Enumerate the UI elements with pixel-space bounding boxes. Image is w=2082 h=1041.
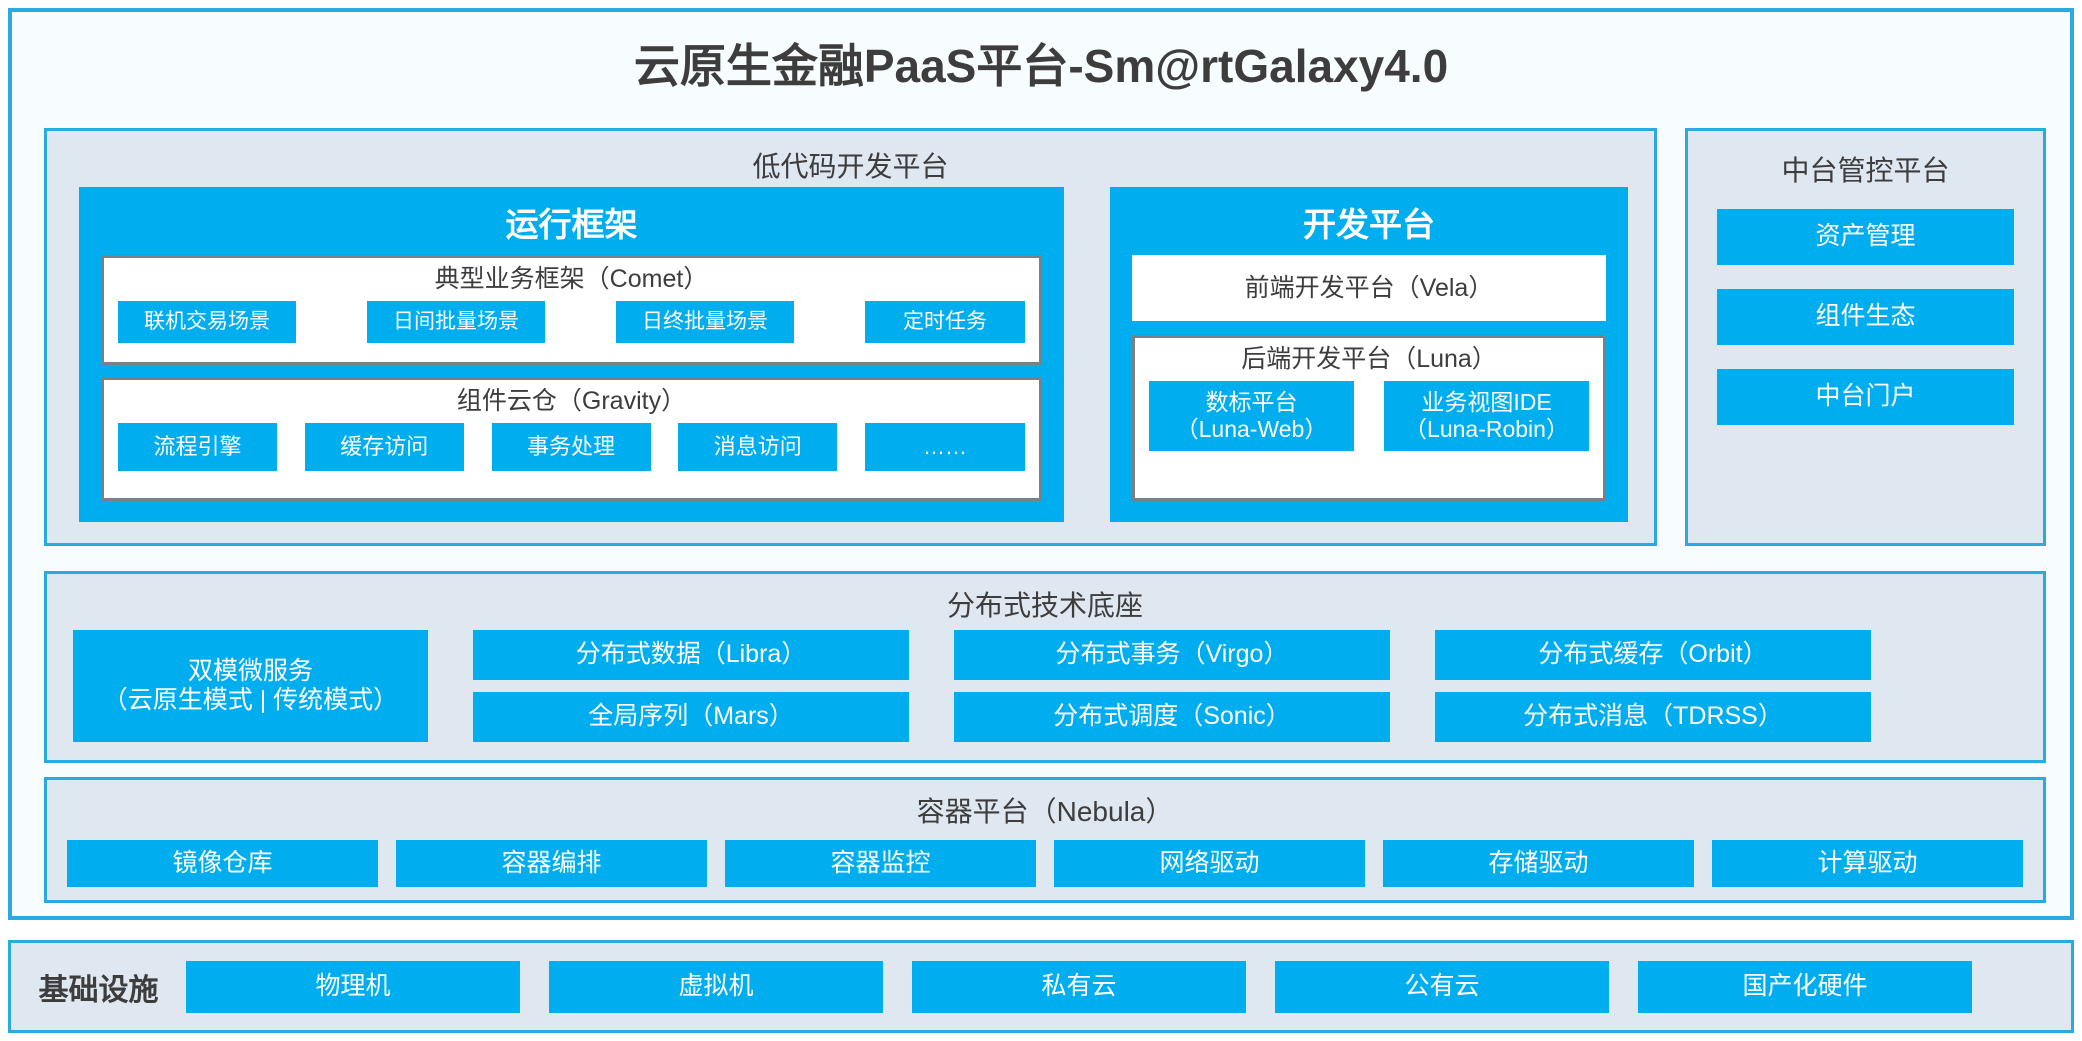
gravity-component-repo-box: 组件云仓（Gravity） 流程引擎 缓存访问 事务处理 消息访问 …… bbox=[101, 377, 1042, 501]
distributed-column-2: 分布式事务（Virgo） 分布式调度（Sonic） bbox=[954, 630, 1390, 742]
midoffice-control-platform-panel: 中台管控平台 资产管理 组件生态 中台门户 bbox=[1685, 128, 2046, 546]
luna-web-code: （Luna-Web） bbox=[1175, 416, 1328, 442]
infrastructure-item-row: 物理机 虚拟机 私有云 公有云 国产化硬件 bbox=[186, 960, 1972, 1013]
dist-item-mars[interactable]: 全局序列（Mars） bbox=[473, 692, 909, 742]
dist-item-virgo[interactable]: 分布式事务（Virgo） bbox=[954, 630, 1390, 680]
gravity-item-more[interactable]: …… bbox=[865, 423, 1025, 471]
dist-item-orbit[interactable]: 分布式缓存（Orbit） bbox=[1435, 630, 1871, 680]
luna-item-row: 数标平台 （Luna-Web） 业务视图IDE （Luna-Robin） bbox=[1135, 381, 1603, 451]
dist-item-sonic[interactable]: 分布式调度（Sonic） bbox=[954, 692, 1390, 742]
distributed-column-3: 分布式缓存（Orbit） 分布式消息（TDRSS） bbox=[1435, 630, 1871, 742]
development-platform-heading: 开发平台 bbox=[1303, 206, 1435, 243]
lowcode-platform-panel: 低代码开发平台 运行框架 典型业务框架（Comet） 联机交易场景 日间批量场景… bbox=[44, 128, 1657, 546]
runtime-framework-heading: 运行框架 bbox=[505, 206, 638, 243]
distributed-column-1: 分布式数据（Libra） 全局序列（Mars） bbox=[473, 630, 909, 742]
luna-item-luna-web[interactable]: 数标平台 （Luna-Web） bbox=[1149, 381, 1354, 451]
luna-web-name: 数标平台 bbox=[1205, 388, 1298, 415]
infra-item-physical-machine[interactable]: 物理机 bbox=[186, 960, 520, 1013]
midoffice-item-component-ecosystem[interactable]: 组件生态 bbox=[1717, 289, 2014, 345]
distributed-tech-base-grid: 双模微服务 （云原生模式 | 传统模式） 分布式数据（Libra） 全局序列（M… bbox=[73, 630, 2017, 742]
backend-platform-luna-title: 后端开发平台（Luna） bbox=[1241, 345, 1497, 373]
container-item-row: 镜像仓库 容器编排 容器监控 网络驱动 存储驱动 计算驱动 bbox=[67, 840, 2023, 887]
frontend-platform-vela-box[interactable]: 前端开发平台（Vela） bbox=[1132, 255, 1606, 321]
luna-item-luna-robin[interactable]: 业务视图IDE （Luna-Robin） bbox=[1384, 381, 1589, 451]
comet-item-row: 联机交易场景 日间批量场景 日终批量场景 定时任务 bbox=[104, 301, 1039, 343]
infrastructure-panel: 基础设施 物理机 虚拟机 私有云 公有云 国产化硬件 bbox=[8, 940, 2074, 1033]
development-platform-block: 开发平台 前端开发平台（Vela） 后端开发平台（Luna） 数标平台 （Lun… bbox=[1110, 187, 1628, 522]
midoffice-item-list: 资产管理 组件生态 中台门户 bbox=[1717, 209, 2014, 425]
page-title: 云原生金融PaaS平台-Sm@rtGalaxy4.0 bbox=[633, 40, 1449, 92]
runtime-framework-block: 运行框架 典型业务框架（Comet） 联机交易场景 日间批量场景 日终批量场景 … bbox=[79, 187, 1064, 522]
dist-item-tdrss[interactable]: 分布式消息（TDRSS） bbox=[1435, 692, 1871, 742]
main-platform-card: 云原生金融PaaS平台-Sm@rtGalaxy4.0 低代码开发平台 运行框架 … bbox=[8, 8, 2074, 920]
container-item-compute-driver[interactable]: 计算驱动 bbox=[1712, 840, 2023, 887]
container-item-network-driver[interactable]: 网络驱动 bbox=[1054, 840, 1365, 887]
gravity-item[interactable]: 缓存访问 bbox=[304, 423, 464, 471]
comet-item[interactable]: 日终批量场景 bbox=[616, 301, 794, 343]
dual-mode-modes: （云原生模式 | 传统模式） bbox=[102, 686, 399, 714]
gravity-item[interactable]: 消息访问 bbox=[678, 423, 838, 471]
container-platform-title: 容器平台（Nebula） bbox=[916, 796, 1174, 827]
comet-business-framework-box: 典型业务框架（Comet） 联机交易场景 日间批量场景 日终批量场景 定时任务 bbox=[101, 255, 1042, 365]
lowcode-platform-title: 低代码开发平台 bbox=[752, 151, 949, 182]
comet-item[interactable]: 日间批量场景 bbox=[367, 301, 545, 343]
midoffice-item-portal[interactable]: 中台门户 bbox=[1717, 369, 2014, 425]
distributed-tech-base-title: 分布式技术底座 bbox=[946, 590, 1143, 621]
midoffice-item-asset-management[interactable]: 资产管理 bbox=[1717, 209, 2014, 265]
luna-robin-code: （Luna-Robin） bbox=[1404, 416, 1569, 442]
dist-item-libra[interactable]: 分布式数据（Libra） bbox=[473, 630, 909, 680]
container-platform-panel: 容器平台（Nebula） 镜像仓库 容器编排 容器监控 网络驱动 存储驱动 计算… bbox=[44, 777, 2046, 903]
frontend-platform-vela-label: 前端开发平台（Vela） bbox=[1244, 273, 1494, 302]
gravity-item[interactable]: 流程引擎 bbox=[118, 423, 277, 471]
gravity-item-row: 流程引擎 缓存访问 事务处理 消息访问 …… bbox=[104, 423, 1039, 471]
container-item-image-registry[interactable]: 镜像仓库 bbox=[67, 840, 378, 887]
infrastructure-label: 基础设施 bbox=[38, 973, 159, 1007]
container-item-orchestration[interactable]: 容器编排 bbox=[396, 840, 707, 887]
gravity-item[interactable]: 事务处理 bbox=[491, 423, 651, 471]
container-item-storage-driver[interactable]: 存储驱动 bbox=[1383, 840, 1694, 887]
infra-item-public-cloud[interactable]: 公有云 bbox=[1275, 960, 1609, 1013]
gravity-title: 组件云仓（Gravity） bbox=[456, 387, 687, 415]
infra-item-domestic-hardware[interactable]: 国产化硬件 bbox=[1638, 960, 1972, 1013]
luna-robin-name: 业务视图IDE bbox=[1421, 388, 1552, 415]
dual-mode-microservice-chip[interactable]: 双模微服务 （云原生模式 | 传统模式） bbox=[73, 630, 428, 742]
infra-item-virtual-machine[interactable]: 虚拟机 bbox=[549, 960, 883, 1013]
comet-item[interactable]: 联机交易场景 bbox=[118, 301, 296, 343]
distributed-tech-base-panel: 分布式技术底座 双模微服务 （云原生模式 | 传统模式） 分布式数据（Libra… bbox=[44, 571, 2046, 763]
comet-title: 典型业务框架（Comet） bbox=[434, 265, 709, 293]
backend-platform-luna-box: 后端开发平台（Luna） 数标平台 （Luna-Web） 业务视图IDE （Lu… bbox=[1132, 335, 1606, 501]
midoffice-platform-title: 中台管控平台 bbox=[1781, 155, 1950, 186]
container-item-monitoring[interactable]: 容器监控 bbox=[725, 840, 1036, 887]
infra-item-private-cloud[interactable]: 私有云 bbox=[912, 960, 1246, 1013]
dual-mode-name: 双模微服务 bbox=[187, 656, 313, 685]
comet-item[interactable]: 定时任务 bbox=[865, 301, 1025, 343]
